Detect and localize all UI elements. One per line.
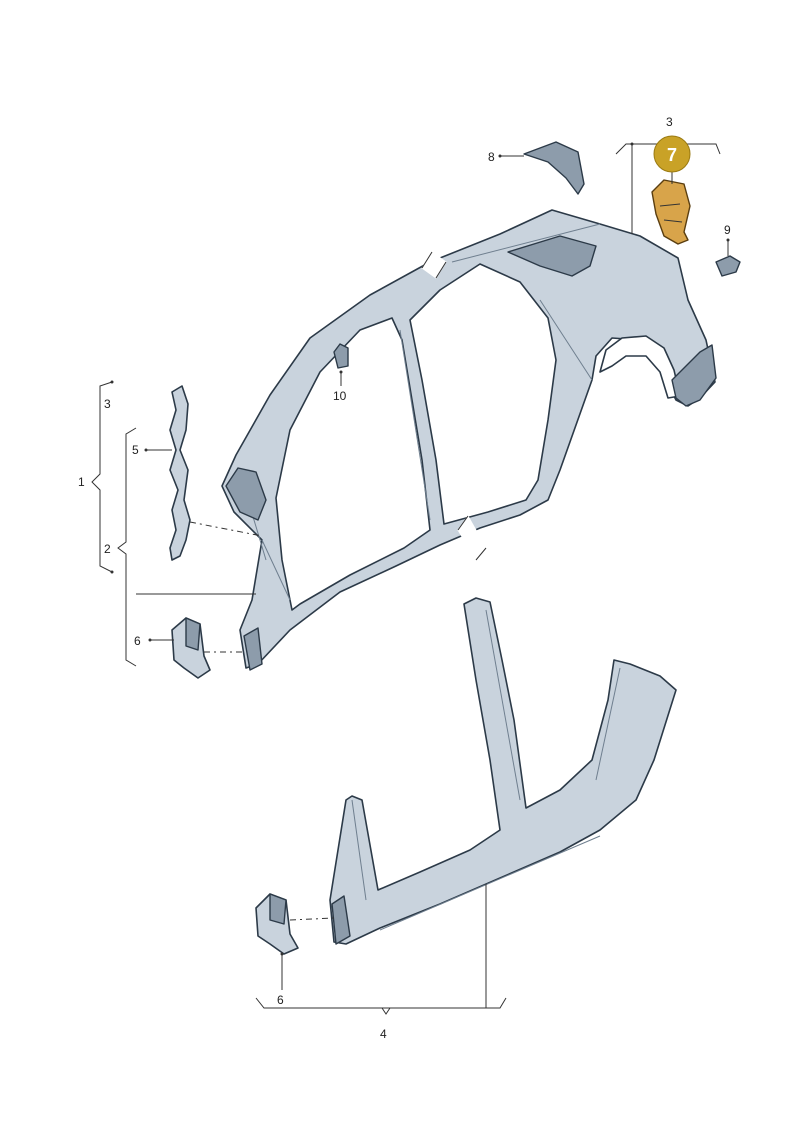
side-panel-assembly [221,209,717,671]
callout-6-upper: 6 [134,634,141,648]
part-8-gusset [523,141,585,195]
sill-assembly [329,597,677,945]
badge-label: 7 [667,145,677,165]
a-pillar-inner [225,467,267,521]
badge-circle [653,135,691,173]
callout-3-top: 3 [666,115,673,129]
rear-door-opening [409,263,557,525]
callout-5: 5 [132,443,139,457]
sill-panel [329,597,677,945]
part-10-stud [333,343,349,369]
callout-10: 10 [333,389,347,403]
callout-6-lower: 6 [277,993,284,1007]
highlight-badge-7[interactable]: 7 [653,135,691,173]
callout-2: 2 [104,542,111,556]
callout-3-left: 3 [104,397,111,411]
callout-9: 9 [724,223,731,237]
part-5-bracket [169,385,191,561]
callout-8: 8 [488,150,495,164]
callout-4: 4 [380,1027,387,1041]
callout-1: 1 [78,475,85,489]
part-7-reinforcement [651,179,691,245]
part-9-clip [715,255,741,277]
rear-inner-bracket [671,344,717,407]
quarter-window-opening [507,235,597,277]
